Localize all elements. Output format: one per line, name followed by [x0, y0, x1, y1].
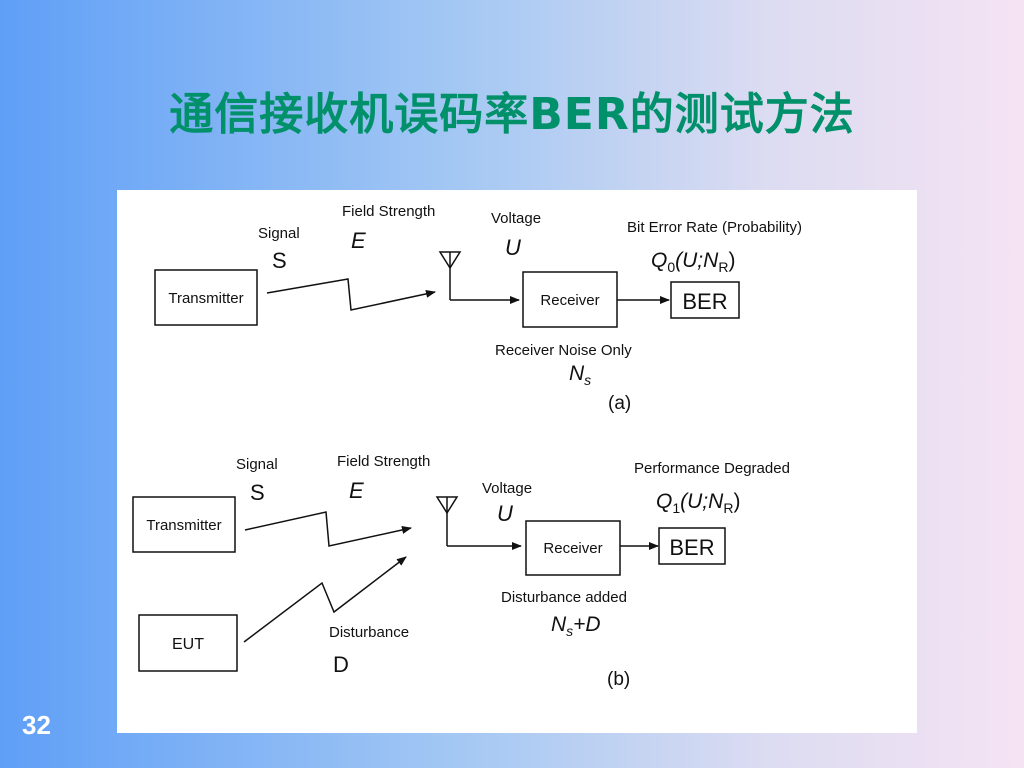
- transmitter-box-a: [154, 269, 258, 326]
- receiver-box-b: [525, 520, 621, 576]
- transmitter-label-a: Transmitter: [168, 290, 243, 307]
- ber-formula-a: Q0(U;NR): [651, 249, 735, 275]
- dist-added-label-b: Disturbance added: [501, 589, 627, 606]
- voltage-label-b: Voltage: [482, 480, 532, 497]
- diagram-b: Transmitter EUT Signal S Field Strength …: [132, 453, 790, 690]
- perf-label-b: Performance Degraded: [634, 460, 790, 477]
- eut-box-b: [138, 614, 238, 672]
- noise-label-a: Receiver Noise Only: [495, 342, 632, 359]
- field-symbol-a: E: [351, 228, 366, 253]
- transmitter-box-b: [132, 496, 236, 553]
- voltage-symbol-b: U: [497, 501, 513, 526]
- field-symbol-b: E: [349, 478, 364, 503]
- caption-a: (a): [608, 393, 631, 414]
- signal-wave-b: [244, 511, 412, 547]
- page-number: 32: [22, 710, 51, 740]
- voltage-symbol-a: U: [505, 235, 521, 260]
- receiver-label-a: Receiver: [540, 292, 599, 309]
- ber-label-a: BER: [682, 289, 727, 314]
- signal-label-a: Signal: [258, 225, 300, 242]
- diagram-a: Transmitter Signal S Field Strength E Vo…: [154, 203, 802, 414]
- caption-b: (b): [607, 669, 630, 690]
- ber-formula-b: Q1(U;NR): [656, 490, 740, 516]
- ber-box-a: [670, 281, 740, 319]
- disturbance-label-b: Disturbance: [329, 624, 409, 641]
- field-strength-label-b: Field Strength: [337, 453, 430, 470]
- ber-box-b: [658, 527, 726, 565]
- disturbance-symbol-b: D: [333, 652, 349, 677]
- antenna-icon-a: [438, 251, 462, 300]
- signal-symbol-b: S: [250, 480, 265, 505]
- eut-label-b: EUT: [172, 636, 204, 653]
- voltage-label-a: Voltage: [491, 210, 541, 227]
- signal-wave-a: [266, 278, 436, 311]
- ber-label-b: BER: [669, 535, 714, 560]
- ber-title-a: Bit Error Rate (Probability): [627, 219, 802, 236]
- noise-symbol-a: Ns: [569, 362, 591, 388]
- noise-symbol-b: Ns+D: [551, 613, 601, 639]
- transmitter-label-b: Transmitter: [146, 517, 221, 534]
- receiver-box-a: [522, 271, 618, 328]
- signal-symbol-a: S: [272, 248, 287, 273]
- receiver-label-b: Receiver: [543, 540, 602, 557]
- field-strength-label-a: Field Strength: [342, 203, 435, 220]
- slide-title: 通信接收机误码率BER的测试方法: [169, 89, 855, 140]
- disturbance-wave-b: [243, 556, 407, 643]
- signal-label-b: Signal: [236, 456, 278, 473]
- antenna-icon-b: [435, 496, 459, 546]
- diagram-panel: Transmitter Signal S Field Strength E Vo…: [117, 190, 917, 733]
